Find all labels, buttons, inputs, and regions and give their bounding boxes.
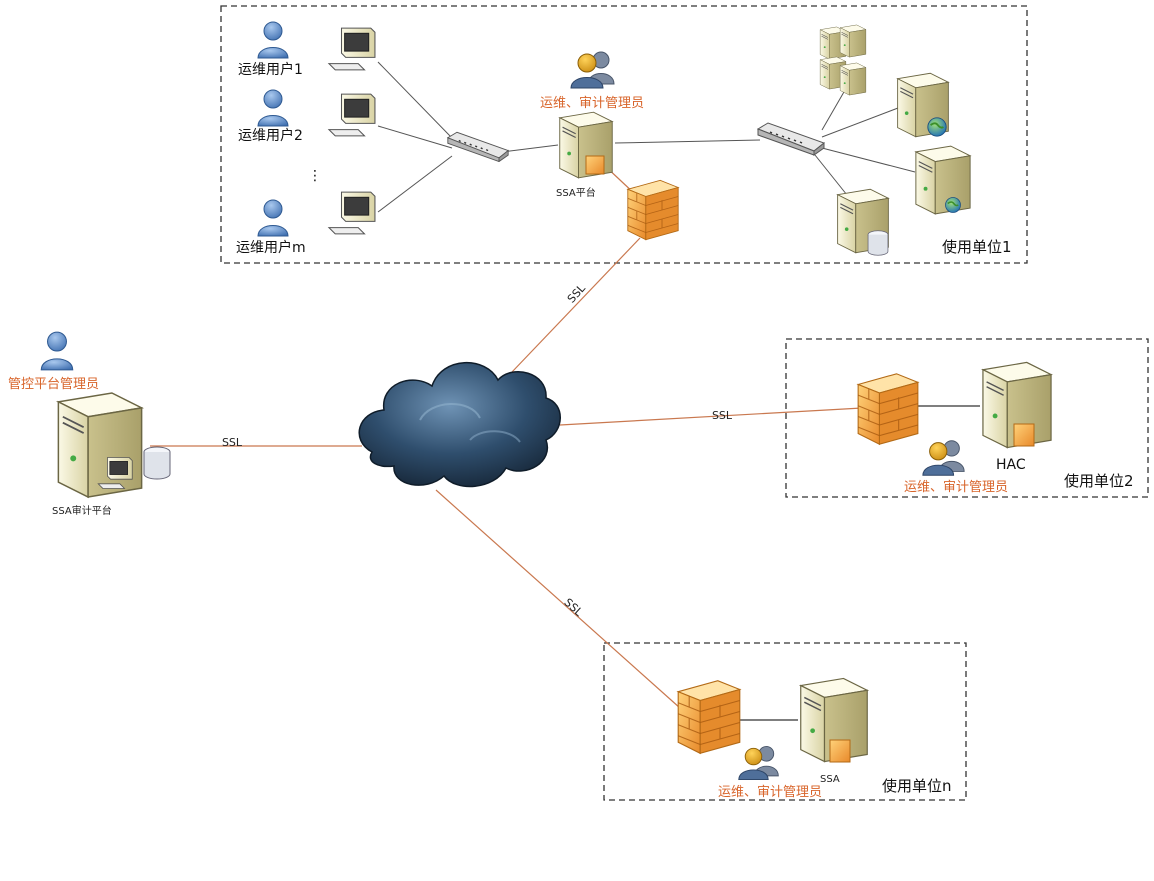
workstation-icon [328,27,376,71]
globe-icon [926,116,948,138]
control-admin-label: 管控平台管理员 [8,377,99,392]
ssa-badge-icon [829,739,851,763]
unit2-label: 使用单位2 [1064,472,1134,490]
unitn-admin-label: 运维、审计管理员 [718,785,822,800]
workstation-icon [328,93,376,137]
ssl-label-unit2: SSL [712,409,733,422]
unit1-admin-label: 运维、审计管理员 [540,96,644,111]
firewall-icon [857,373,919,445]
globe-icon [944,196,962,214]
user-ellipsis: ⋮ [308,168,322,184]
switch-icon [447,131,509,162]
switch-icon [757,122,825,156]
server-icon [57,392,143,498]
unit2-admin-label: 运维、审计管理员 [904,480,1008,495]
unitn-frame [603,642,967,801]
user-icon [40,331,74,371]
lan-links-unit1 [377,61,916,213]
ssl-link-unitn [435,489,681,709]
user-label-2: 运维用户2 [238,127,303,144]
server-icon [915,145,971,215]
workstation-icon [328,191,376,235]
server-rack-icon [819,24,867,96]
user-icon [257,199,289,237]
internet-cloud-icon [358,361,561,488]
hac-badge-icon [1013,423,1035,447]
admin-group-icon [922,440,965,476]
unitn-label: 使用单位n [882,777,952,795]
control-platform-label: SSA审计平台 [52,504,112,517]
ssl-label-unit1: SSL [565,281,589,305]
user-label-1: 运维用户1 [238,61,303,78]
unit2-frame [785,338,1149,498]
unit1-label: 使用单位1 [942,238,1012,256]
ssl-link-unit2 [559,407,863,426]
user-icon [257,89,289,127]
database-icon [867,230,889,256]
unitn-device-label: SSA [820,774,840,785]
admin-group-icon [738,745,779,781]
ssl-label-unitn: SSL [562,596,586,620]
platform-badge-icon [585,155,605,175]
user-icon [257,21,289,59]
unit1-platform-label: SSA平台 [556,186,596,199]
admin-group-icon [570,51,615,89]
ssl-label-control: SSL [222,436,243,449]
unit1-frame [220,5,1028,264]
unit2-device-label: HAC [996,457,1026,473]
user-label-m: 运维用户m [236,239,306,256]
firewall-icon [627,179,679,241]
firewall-icon [677,680,741,754]
database-icon [143,446,171,480]
ssl-link-unit1 [511,237,641,373]
